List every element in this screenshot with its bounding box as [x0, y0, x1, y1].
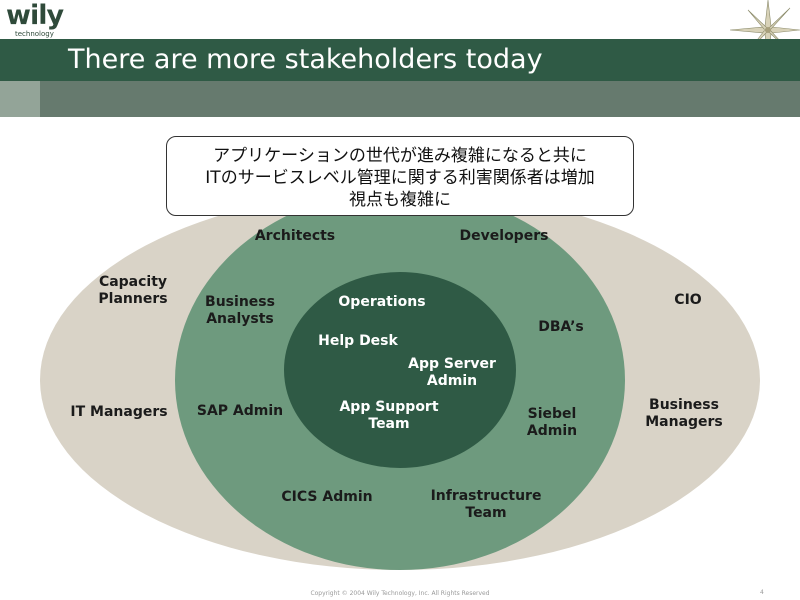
label-siebel-admin: Siebel Admin: [526, 406, 578, 439]
label-infrastructure-team: Infrastructure Team: [430, 488, 542, 521]
callout-box: アプリケーションの世代が進み複雑になると共に ITのサービスレベル管理に関する利…: [166, 136, 634, 216]
logo-wordmark: wily: [6, 0, 64, 31]
label-capacity-planners: Capacity Planners: [98, 274, 168, 307]
slide-title: There are more stakeholders today: [68, 44, 543, 75]
page-number: 4: [760, 589, 764, 596]
logo-subtitle: technology: [15, 30, 54, 38]
label-business-analysts: Business Analysts: [205, 294, 275, 327]
label-business-managers: Business Managers: [645, 397, 723, 430]
stakeholder-diagram: [40, 190, 760, 570]
title-underbar: [0, 81, 800, 117]
label-cics-admin: CICS Admin: [281, 489, 373, 505]
wily-logo: wily technology: [6, 0, 70, 40]
label-help-desk: Help Desk: [318, 333, 398, 349]
label-dbas: DBA’s: [538, 319, 584, 335]
label-developers: Developers: [459, 228, 549, 244]
label-cio: CIO: [674, 292, 702, 308]
label-it-managers: IT Managers: [70, 404, 168, 420]
inner-ring: [284, 272, 516, 468]
footer-copyright: Copyright © 2004 Wily Technology, Inc. A…: [310, 590, 490, 597]
title-bar: [0, 39, 800, 81]
label-sap-admin: SAP Admin: [196, 403, 284, 419]
label-operations: Operations: [338, 294, 426, 310]
label-app-support-team: App Support Team: [339, 399, 439, 432]
label-architects: Architects: [254, 228, 336, 244]
title-underbar-accent: [0, 81, 40, 117]
label-app-server-admin: App Server Admin: [408, 356, 496, 389]
